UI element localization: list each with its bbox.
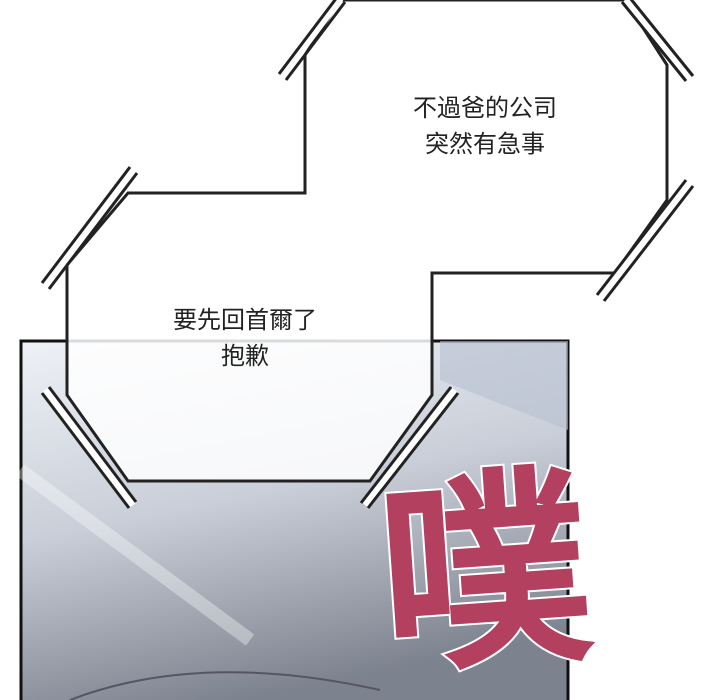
speech-line: 突然有急事 [425, 130, 545, 158]
speech-text-bottom: 要先回首爾了 抱歉 [140, 302, 350, 374]
bubble-cut-marks [40, 0, 695, 509]
sound-effect-text: 噗 [370, 443, 601, 700]
speech-text-top: 不過爸的公司 突然有急事 [380, 90, 590, 162]
speech-bubble [65, 0, 669, 483]
speech-line: 不過爸的公司 [413, 94, 557, 122]
speech-line: 抱歉 [221, 342, 269, 370]
speech-line: 要先回首爾了 [173, 306, 317, 334]
